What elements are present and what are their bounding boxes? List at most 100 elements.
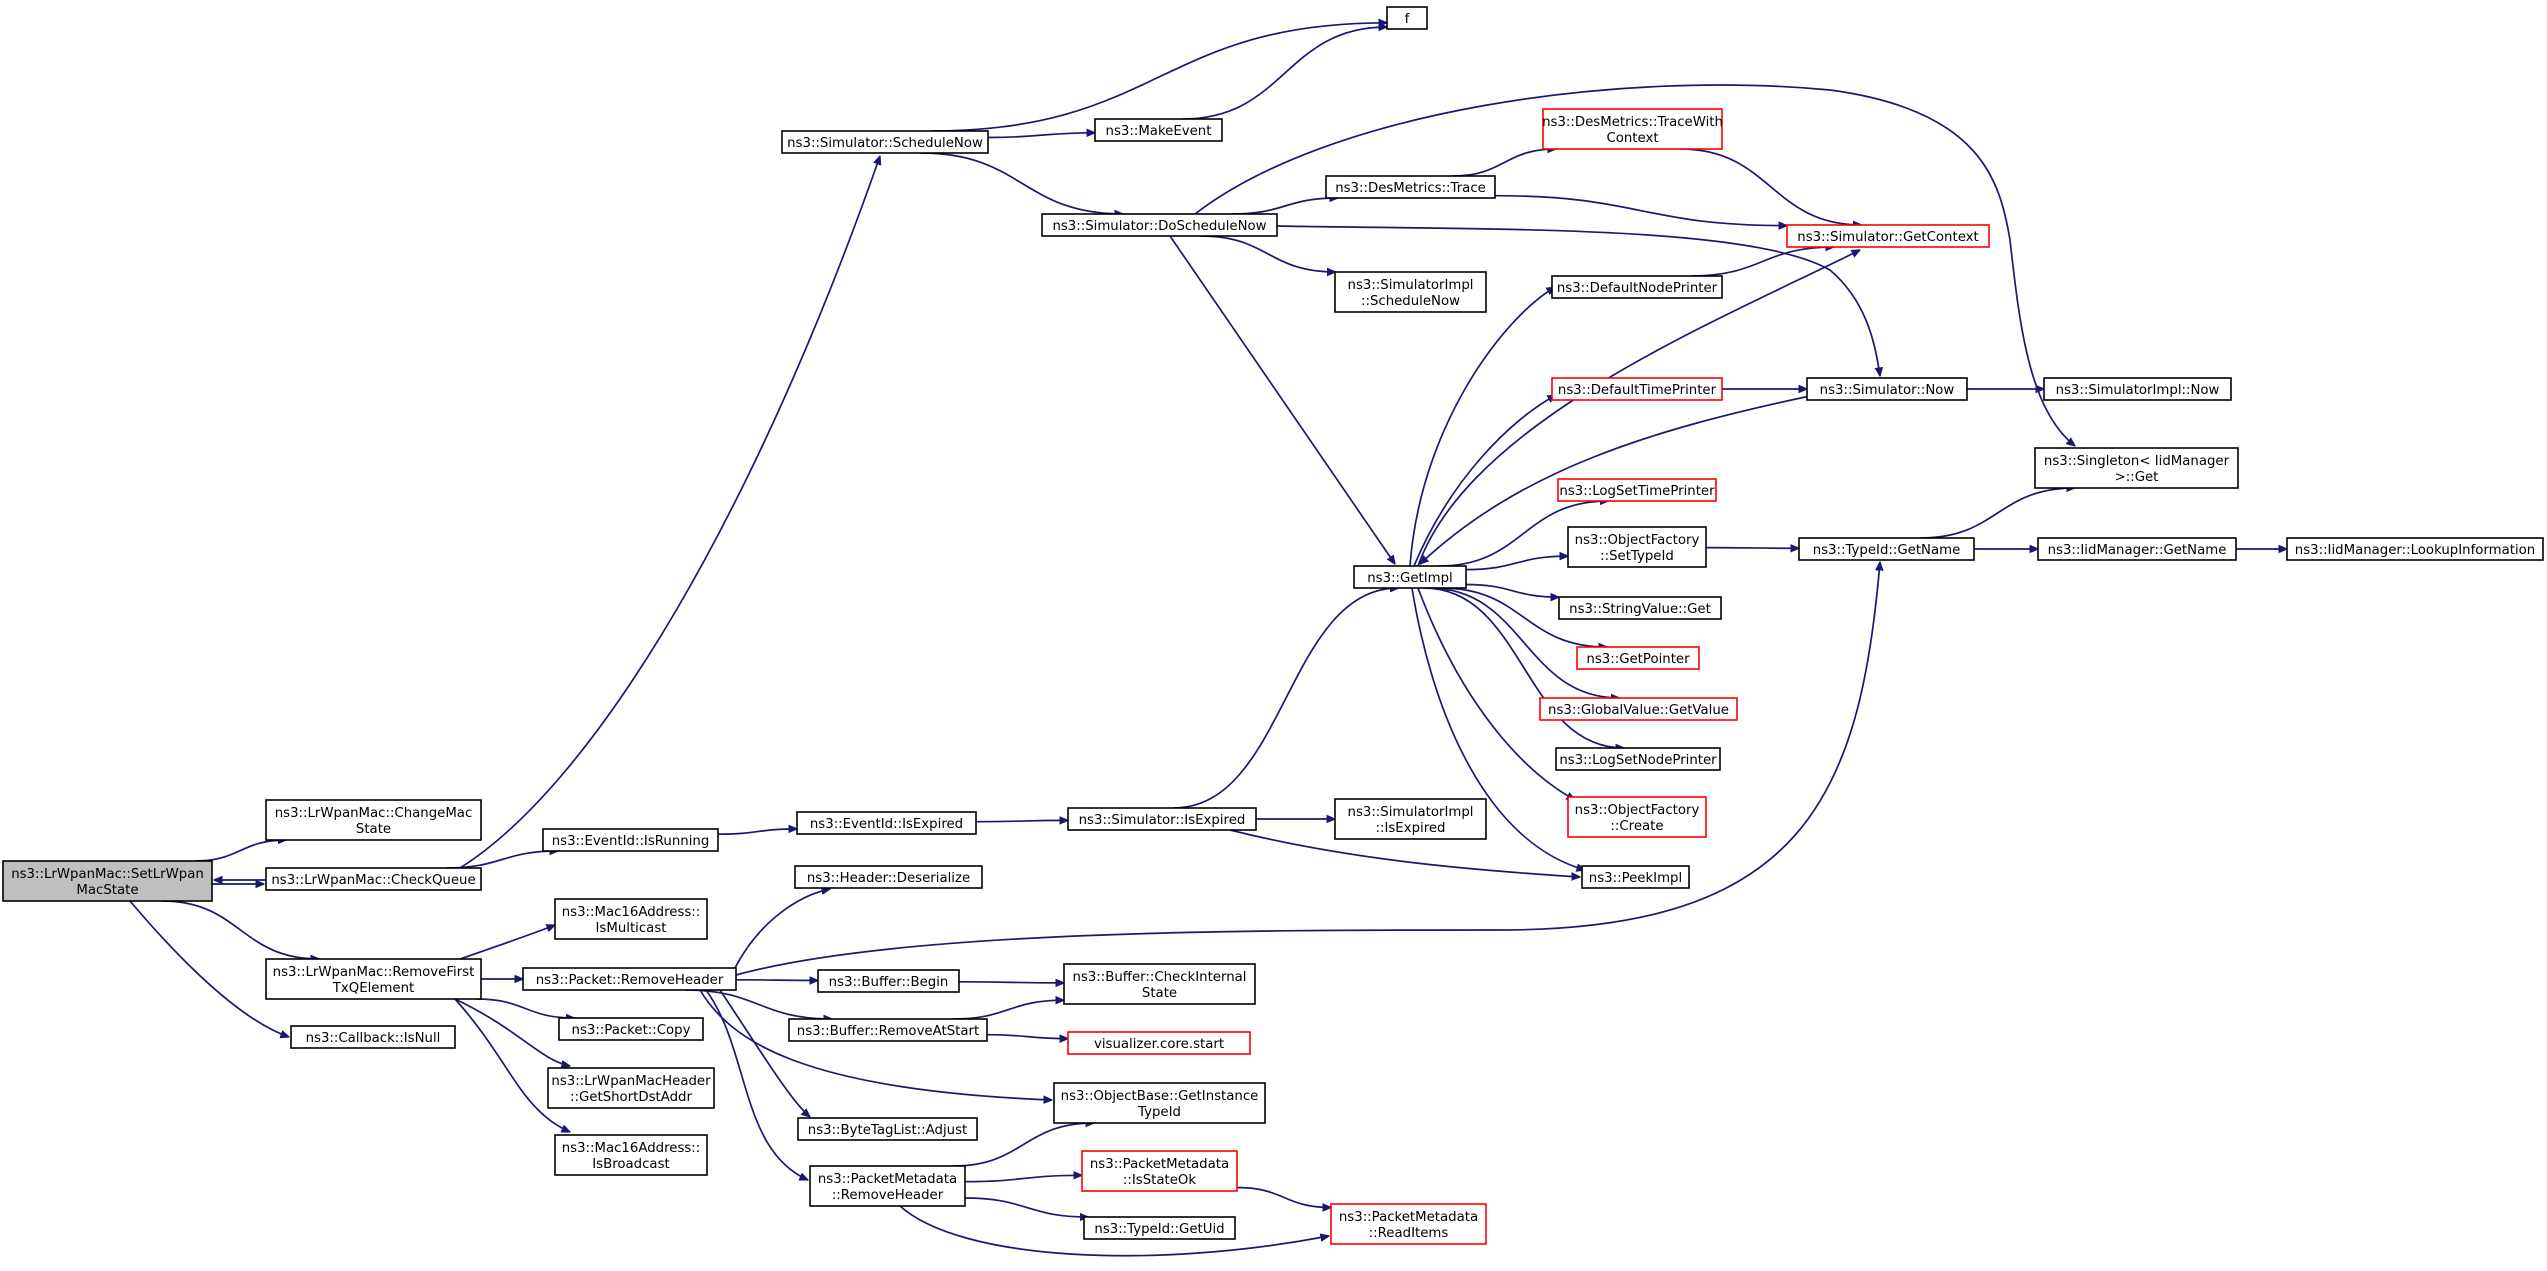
node-label: ns3::ByteTagList::Adjust — [808, 1123, 967, 1138]
edge-arrow — [1920, 488, 2075, 539]
node-f[interactable]: f — [1386, 6, 1428, 30]
node-deftimeprinter[interactable]: ns3::DefaultTimePrinter — [1551, 377, 1723, 401]
node-simnow[interactable]: ns3::Simulator::Now — [1806, 377, 1968, 401]
edge-arrow — [964, 1197, 1088, 1217]
node-box — [1786, 224, 1990, 248]
node-iidlookup[interactable]: ns3::IidManager::LookupInformation — [2286, 537, 2544, 561]
edge-getimpl-to-globalvalueget — [1428, 587, 1620, 698]
node-box — [797, 1117, 978, 1141]
node-simimplisexpired[interactable]: ns3::SimulatorImpl::IsExpired — [1334, 798, 1487, 840]
edge-arrow — [454, 998, 570, 1066]
edge-simnow-to-getimpl — [1420, 395, 1811, 564]
node-simimplschednow[interactable]: ns3::SimulatorImpl::ScheduleNow — [1334, 271, 1487, 313]
node-box — [1567, 526, 1707, 568]
node-ismulticast[interactable]: ns3::Mac16Address::IsMulticast — [554, 898, 708, 940]
edge-simisexpired-to-getimpl — [1173, 588, 1398, 809]
node-checkqueue[interactable]: ns3::LrWpanMac::CheckQueue — [265, 867, 482, 891]
node-defnodeprinter[interactable]: ns3::DefaultNodePrinter — [1551, 275, 1723, 299]
node-box — [542, 828, 719, 852]
node-box — [2043, 377, 2232, 401]
node-pktremovehdr[interactable]: ns3::Packet::RemoveHeader — [522, 967, 737, 991]
edge-getimpl-to-peekimpl — [1411, 587, 1585, 870]
node-desmtrace[interactable]: ns3::DesMetrics::Trace — [1325, 175, 1496, 199]
node-isbroadcast[interactable]: ns3::Mac16Address::IsBroadcast — [554, 1134, 708, 1176]
edge-arrow — [964, 1175, 1082, 1183]
node-label: ns3::Header::Deserialize — [807, 871, 970, 886]
node-simimplnow[interactable]: ns3::SimulatorImpl::Now — [2043, 377, 2232, 401]
edge-defnodeprinter-to-getcontext — [1691, 247, 1834, 277]
node-singletonget[interactable]: ns3::Singleton< IidManager>::Get — [2034, 447, 2239, 489]
node-box — [554, 898, 708, 940]
node-globalvalueget[interactable]: ns3::GlobalValue::GetValue — [1539, 697, 1738, 721]
edge-arrow — [1169, 235, 1395, 564]
node-headerdeser[interactable]: ns3::Header::Deserialize — [794, 865, 983, 889]
node-label: ns3::LrWpanMac::RemoveFirst — [273, 965, 475, 980]
edge-arrow — [952, 1000, 1064, 1020]
edge-getimpl-to-defnodeprinter — [1409, 287, 1555, 567]
edge-arrow — [1465, 556, 1568, 571]
node-getcontext[interactable]: ns3::Simulator::GetContext — [1786, 224, 1990, 248]
node-box — [1386, 6, 1428, 30]
node-getimpl[interactable]: ns3::GetImpl — [1353, 565, 1467, 589]
node-box — [265, 867, 482, 891]
node-pmreaditems[interactable]: ns3::PacketMetadata::ReadItems — [1330, 1203, 1487, 1245]
node-typeidgetuid[interactable]: ns3::TypeId::GetUid — [1083, 1216, 1236, 1240]
node-label: ::IsExpired — [1375, 821, 1445, 836]
node-label: ns3::PacketMetadata — [1339, 1210, 1478, 1225]
node-pktcopy[interactable]: ns3::Packet::Copy — [558, 1017, 704, 1041]
node-label: ns3::GetPointer — [1586, 652, 1690, 667]
node-doschedulenow[interactable]: ns3::Simulator::DoScheduleNow — [1041, 213, 1278, 237]
edge-desmtrace-to-desmtracewith — [1452, 149, 1556, 177]
node-logsetnode[interactable]: ns3::LogSetNodePrinter — [1555, 747, 1721, 771]
edge-arrow — [1705, 548, 1799, 549]
node-label: ::RemoveHeader — [832, 1188, 944, 1203]
node-eventidisexpired[interactable]: ns3::EventId::IsExpired — [796, 811, 977, 835]
node-vizstart[interactable]: visualizer.core.start — [1067, 1031, 1251, 1055]
edge-getimpl-to-logsetnode — [1423, 587, 1624, 748]
node-getpointer[interactable]: ns3::GetPointer — [1576, 646, 1700, 670]
edge-getimpl-to-deftimeprinter — [1413, 395, 1556, 567]
node-typeidgetname[interactable]: ns3::TypeId::GetName — [1798, 537, 1975, 561]
node-pmremovehdr[interactable]: ns3::PacketMetadata::RemoveHeader — [809, 1165, 966, 1207]
edge-arrow — [1438, 501, 1609, 567]
node-bufferremove[interactable]: ns3::Buffer::RemoveAtStart — [788, 1018, 988, 1042]
node-peekimpl[interactable]: ns3::PeekImpl — [1581, 865, 1690, 889]
node-bytetagadjust[interactable]: ns3::ByteTagList::Adjust — [797, 1117, 978, 1141]
edge-desmtrace-to-getcontext — [1494, 194, 1787, 226]
node-schedulenow[interactable]: ns3::Simulator::ScheduleNow — [781, 130, 989, 154]
edge-pktremovehdr-to-bytetagadjust — [719, 989, 810, 1117]
node-label: ns3::DesMetrics::Trace — [1335, 181, 1486, 196]
node-eventidisrunning[interactable]: ns3::EventId::IsRunning — [542, 828, 719, 852]
node-simisexpired[interactable]: ns3::Simulator::IsExpired — [1067, 807, 1257, 831]
edge-schedulenow-to-f — [931, 23, 1387, 132]
node-iidgetname[interactable]: ns3::IidManager::GetName — [2037, 537, 2237, 561]
node-logsettime[interactable]: ns3::LogSetTimePrinter — [1557, 478, 1717, 502]
node-label: ::GetShortDstAddr — [570, 1090, 692, 1105]
node-makeevent[interactable]: ns3::MakeEvent — [1094, 118, 1223, 142]
edge-getimpl-to-getpointer — [1440, 587, 1607, 647]
edge-doschedulenow-to-simimplschednow — [1200, 235, 1336, 272]
edge-arrow — [1452, 149, 1556, 177]
node-stringvalueget[interactable]: ns3::StringValue::Get — [1558, 596, 1722, 620]
node-objfactcreate[interactable]: ns3::ObjectFactory::Create — [1567, 796, 1707, 838]
node-box — [1041, 213, 1278, 237]
edge-pmremovehdr-to-pmreaditems — [899, 1205, 1329, 1257]
node-label: ns3::PacketMetadata — [1090, 1157, 1229, 1172]
node-getshortdst[interactable]: ns3::LrWpanMacHeader::GetShortDstAddr — [547, 1067, 715, 1109]
node-label: ::ReadItems — [1369, 1226, 1449, 1241]
node-isnull[interactable]: ns3::Callback::IsNull — [290, 1025, 456, 1049]
node-box — [1330, 1203, 1487, 1245]
node-pmisstateok[interactable]: ns3::PacketMetadata::IsStateOk — [1081, 1150, 1238, 1192]
node-objfactsettypeid[interactable]: ns3::ObjectFactory::SetTypeId — [1567, 526, 1707, 568]
node-box — [558, 1017, 704, 1041]
edge-arrow — [459, 925, 555, 960]
node-bufferbegin[interactable]: ns3::Buffer::Begin — [817, 969, 960, 993]
node-label: ns3::Mac16Address:: — [562, 1141, 701, 1156]
